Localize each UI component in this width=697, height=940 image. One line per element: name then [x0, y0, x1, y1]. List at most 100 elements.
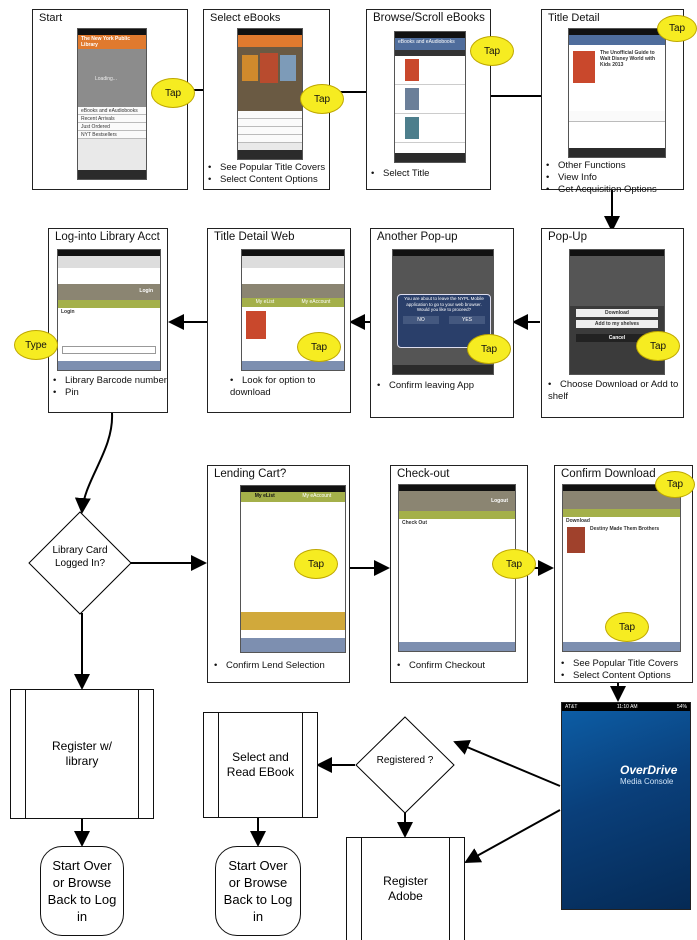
tap-callout: Tap [605, 612, 649, 642]
add-to-shelves-button: Add to my shelves [576, 320, 658, 328]
process-label: Register Adobe [383, 874, 428, 903]
tab-my-eaccount: My eAccount [301, 299, 331, 305]
yes-button: YES [449, 315, 485, 324]
step-start: Start The New York Public Library Loadin… [32, 9, 188, 190]
screenshot-popup: Download Add to my shelves Cancel [569, 249, 665, 375]
arrow-splash-to-registered [453, 740, 561, 787]
bullet-item: Confirm Lend Selection [214, 660, 348, 672]
bullet-item: View Info [546, 172, 684, 184]
bullet-item: Choose Download or Add to shelf [548, 379, 682, 403]
decision-registered-shape [355, 716, 455, 814]
tap-callout: Tap [636, 331, 680, 361]
screenshot-browse: eBooks and eAudiobooks [394, 31, 466, 163]
bullet-item: Other Functions [546, 160, 684, 172]
tab-my-elist: My eList [255, 299, 275, 305]
terminal-label: Start Over or Browse Back to Log in [223, 858, 293, 924]
arrow-login-to-decision [74, 412, 114, 514]
step-another-popup: Another Pop-up You are about to leave th… [370, 228, 514, 418]
login-button: Login [139, 288, 153, 294]
confirm-book-title: Destiny Made Them Brothers [590, 526, 660, 532]
step-popup: Pop-Up Download Add to my shelves Cancel… [541, 228, 684, 418]
login-heading: Login [61, 309, 75, 315]
loading-text: Loading... [95, 76, 117, 82]
tap-callout: Tap [151, 78, 195, 108]
tap-callout: Tap [300, 84, 344, 114]
step-title-detail-web: Title Detail Web My eList My eAccount Lo… [207, 228, 351, 413]
step-login: Log-into Library Acct Login Login Librar… [48, 228, 168, 413]
step-title: Confirm Download [561, 468, 656, 480]
process-select-read: Select and Read EBook [203, 712, 318, 818]
decision-library-shape [28, 511, 132, 615]
step-title: Check-out [397, 468, 450, 480]
type-callout: Type [14, 330, 58, 360]
bullet-item: See Popular Title Covers [561, 658, 693, 670]
tap-callout: Tap [467, 334, 511, 364]
step-title: Select eBooks [210, 12, 281, 24]
step-bullets: Select Title [371, 168, 489, 180]
step-bullets: Library Barcode number Pin [53, 375, 169, 399]
logout-button: Logout [491, 498, 508, 504]
bullet-item: Pin [53, 387, 169, 399]
step-title-detail: Title Detail The Unofficial Guide to Wal… [541, 9, 684, 195]
tap-callout: Tap [470, 36, 514, 66]
checkout-heading: Check Out [402, 520, 428, 526]
decision-library-label: Library Card Logged In? [52, 545, 108, 569]
screen-header-text: The New York Public Library [81, 36, 130, 48]
menu-row: NYT Bestsellers [81, 132, 117, 138]
terminal-start-over-1: Start Over or Browse Back to Log in [40, 846, 124, 936]
step-title: Another Pop-up [377, 231, 458, 243]
step-bullets: Confirm Checkout [397, 660, 527, 672]
download-button: Download [576, 309, 658, 317]
download-heading: Download [566, 518, 590, 524]
splash-subtitle: Media Console [620, 777, 674, 786]
step-title: Lending Cart? [214, 468, 287, 480]
bullet-item: Select Content Options [561, 670, 693, 682]
step-bullets: Other Functions View Info Get Acquisitio… [546, 160, 684, 196]
process-register-library: Register w/ library [10, 689, 154, 819]
step-title: Log-into Library Acct [55, 231, 160, 243]
splash-battery: 54% [676, 704, 687, 710]
step-title: Pop-Up [548, 231, 587, 243]
step-title: Start [39, 12, 63, 24]
step-bullets: Choose Download or Add to shelf [548, 379, 682, 403]
popup-message: You are about to leave the NYPL Mobile a… [404, 296, 484, 312]
tap-callout: Tap [492, 549, 536, 579]
terminal-label: Start Over or Browse Back to Log in [47, 858, 117, 924]
process-label: Register w/ library [51, 739, 113, 768]
step-bullets: See Popular Title Covers Select Content … [561, 658, 693, 682]
process-label: Select and Read EBook [226, 750, 295, 779]
detail-book-title: The Unofficial Guide to Walt Disney Worl… [600, 50, 656, 68]
bullet-item: Get Acquisition Options [546, 184, 684, 196]
menu-row: Just Ordered [81, 124, 110, 130]
step-title: Title Detail Web [214, 231, 295, 243]
bullet-item: Library Barcode number [53, 375, 169, 387]
tap-callout: Tap [657, 15, 697, 42]
tab-my-eaccount: My eAccount [302, 493, 332, 499]
bullet-item: Confirm Checkout [397, 660, 527, 672]
process-register-adobe: Register Adobe [346, 837, 465, 940]
splash-brand: OverDrive [620, 763, 678, 777]
menu-row: Recent Arrivals [81, 116, 115, 122]
screen-header-text: eBooks and eAudiobooks [398, 39, 455, 45]
tab-my-elist: My eList [254, 493, 275, 499]
splash-time: 11:10 AM [616, 704, 638, 710]
step-confirm-download: Confirm Download Download Destiny Made T… [554, 465, 693, 683]
step-title: Browse/Scroll eBooks [373, 12, 485, 24]
step-bullets: See Popular Title Covers Select Content … [208, 162, 328, 186]
tap-callout: Tap [655, 471, 695, 498]
cancel-button: Cancel [576, 334, 658, 342]
bullet-item: See Popular Title Covers [208, 162, 328, 174]
bullet-item: Look for option to download [230, 375, 348, 399]
terminal-start-over-2: Start Over or Browse Back to Log in [215, 846, 301, 936]
bullet-item: Select Content Options [208, 174, 328, 186]
screenshot-start: The New York Public Library Loading... e… [77, 28, 147, 180]
step-bullets: Confirm Lend Selection [214, 660, 348, 672]
step-bullets: Look for option to download [230, 375, 348, 399]
menu-row: eBooks and eAudiobooks [81, 108, 138, 114]
bullet-item: Confirm leaving App [377, 380, 511, 392]
bullet-item: Select Title [371, 168, 489, 180]
arrow-splash-to-register-adobe [464, 809, 561, 863]
tap-callout: Tap [297, 332, 341, 362]
